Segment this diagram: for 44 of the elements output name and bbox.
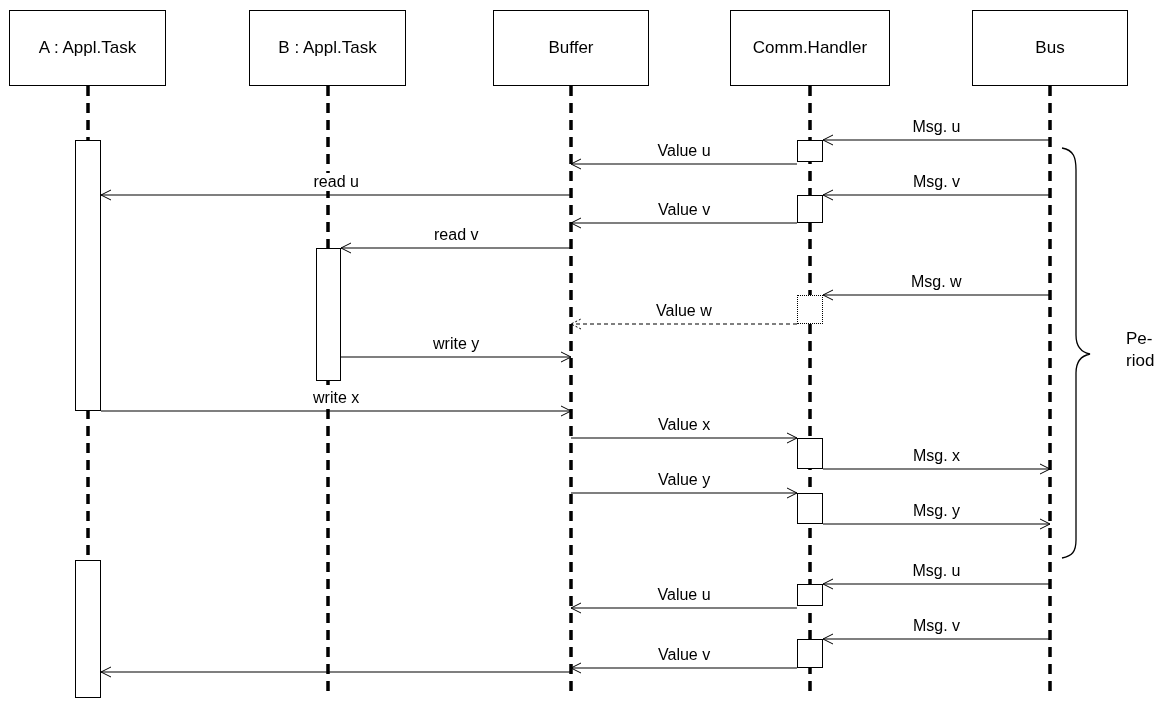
arrow — [822, 189, 1051, 201]
lifeline-head-box: Buffer — [493, 10, 649, 86]
message-label: Msg. v — [911, 173, 963, 191]
arrow — [100, 666, 572, 678]
dashed-arrow — [570, 318, 798, 330]
activation-bar — [797, 584, 823, 606]
message-label: Msg. v — [911, 617, 963, 635]
arrow — [100, 405, 572, 417]
arrow — [822, 633, 1051, 645]
activation-bar — [797, 195, 823, 223]
activation-bar — [797, 493, 823, 524]
arrow — [822, 578, 1051, 590]
lifeline-head-box: A : Appl.Task — [9, 10, 166, 86]
arrow — [100, 189, 572, 201]
message-label: Msg. u — [910, 118, 963, 136]
lifeline-head-box: B : Appl.Task — [249, 10, 406, 86]
arrow — [340, 351, 572, 363]
arrow — [570, 602, 798, 614]
activation-bar — [75, 140, 101, 411]
message-label: Value y — [656, 471, 713, 489]
activation-bar — [797, 639, 823, 668]
activation-bar — [797, 438, 823, 469]
arrow — [570, 662, 798, 674]
arrow — [570, 487, 798, 499]
arrow — [570, 158, 798, 170]
arrow — [570, 432, 798, 444]
arrow — [340, 242, 572, 254]
arrow — [822, 463, 1051, 475]
message-label: write y — [431, 335, 482, 353]
activation-bar — [75, 560, 101, 698]
arrow — [570, 217, 798, 229]
message-label: read u — [311, 173, 361, 191]
message-label: Msg. u — [910, 562, 963, 580]
arrow — [822, 518, 1051, 530]
lifeline-head-box: Bus — [972, 10, 1128, 86]
lifeline-head-box: Comm.Handler — [730, 10, 890, 86]
arrow — [822, 134, 1051, 146]
activation-bar — [797, 140, 823, 162]
activation-bar — [316, 248, 341, 381]
arrow — [822, 289, 1051, 301]
message-label: Msg. y — [911, 502, 963, 520]
message-label: Msg. x — [911, 447, 963, 465]
message-label: Msg. w — [909, 273, 964, 291]
activation-bar — [797, 295, 823, 324]
